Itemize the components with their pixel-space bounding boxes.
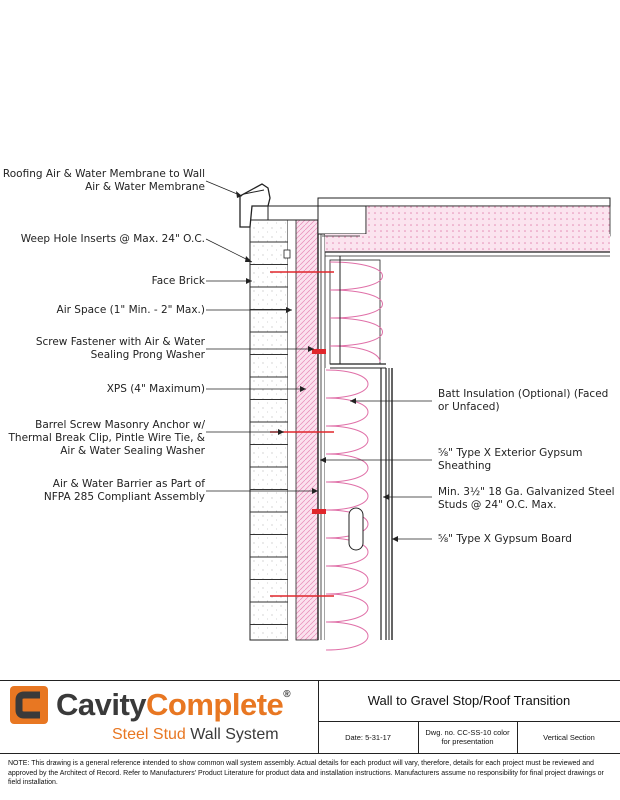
brand-wall-system: Wall System — [190, 726, 279, 743]
air-space — [288, 208, 296, 640]
batt-insulation-lower — [325, 368, 381, 651]
callout-batt-insulation: Batt Insulation (Optional) (Faced or Unf… — [438, 388, 609, 413]
roof-assembly — [267, 197, 611, 257]
callout-gypsum-board: ⅝" Type X Gypsum Board — [438, 533, 572, 545]
brand-cavity: Cavity — [56, 687, 147, 722]
callout-face-brick: Face Brick — [151, 275, 205, 287]
callout-exterior-gypsum: ⅝" Type X Exterior Gypsum Sheathing — [438, 447, 583, 472]
steel-stud — [330, 367, 387, 640]
screw-fasteners — [312, 349, 326, 514]
callout-screw-fastener: Screw Fastener with Air & Water Sealing … — [35, 336, 205, 361]
disclaimer-note: NOTE: This drawing is a general referenc… — [8, 760, 604, 786]
gypsum-board — [388, 368, 393, 640]
section-drawing — [205, 180, 611, 651]
brand-logo: CavityComplete® Steel Stud Wall System — [0, 681, 319, 753]
callout-steel-studs: Min. 3½" 18 Ga. Galvanized Steel Studs @… — [438, 486, 615, 511]
drawing-title: Wall to Gravel Stop/Roof Transition — [318, 681, 620, 722]
callout-air-water-barrier: Air & Water Barrier as Part of NFPA 285 … — [43, 478, 205, 503]
drawing-number: Dwg. no. CC-SS-10 color for presentation — [418, 721, 518, 753]
callout-roofing-membrane: Roofing Air & Water Membrane to Wall Air… — [2, 168, 205, 193]
drawing-view: Vertical Section — [543, 732, 595, 742]
brand-complete: Complete — [146, 687, 284, 722]
drawing-date: Date: 5-31-17 — [318, 721, 419, 753]
face-brick — [249, 219, 289, 641]
brand-wordmark: CavityComplete® — [56, 687, 291, 723]
leader-lines — [205, 180, 432, 540]
batt-insulation-upper — [329, 256, 386, 365]
registered-mark: ® — [283, 689, 291, 700]
callout-weep-hole: Weep Hole Inserts @ Max. 24" O.C. — [20, 233, 205, 245]
callout-barrel-screw: Barrel Screw Masonry Anchor w/ Thermal B… — [8, 419, 205, 457]
callout-air-space: Air Space (1" Min. - 2" Max.) — [56, 304, 205, 316]
weep-hole-insert — [283, 249, 291, 259]
title-block: CavityComplete® Steel Stud Wall System W… — [0, 680, 620, 754]
gravel-stop — [239, 183, 271, 228]
brand-steel-stud: Steel Stud — [112, 726, 186, 743]
brand-subtitle: Steel Stud Wall System — [112, 726, 279, 744]
callout-xps: XPS (4" Maximum) — [106, 383, 205, 395]
cavity-complete-logo-icon — [10, 686, 48, 724]
